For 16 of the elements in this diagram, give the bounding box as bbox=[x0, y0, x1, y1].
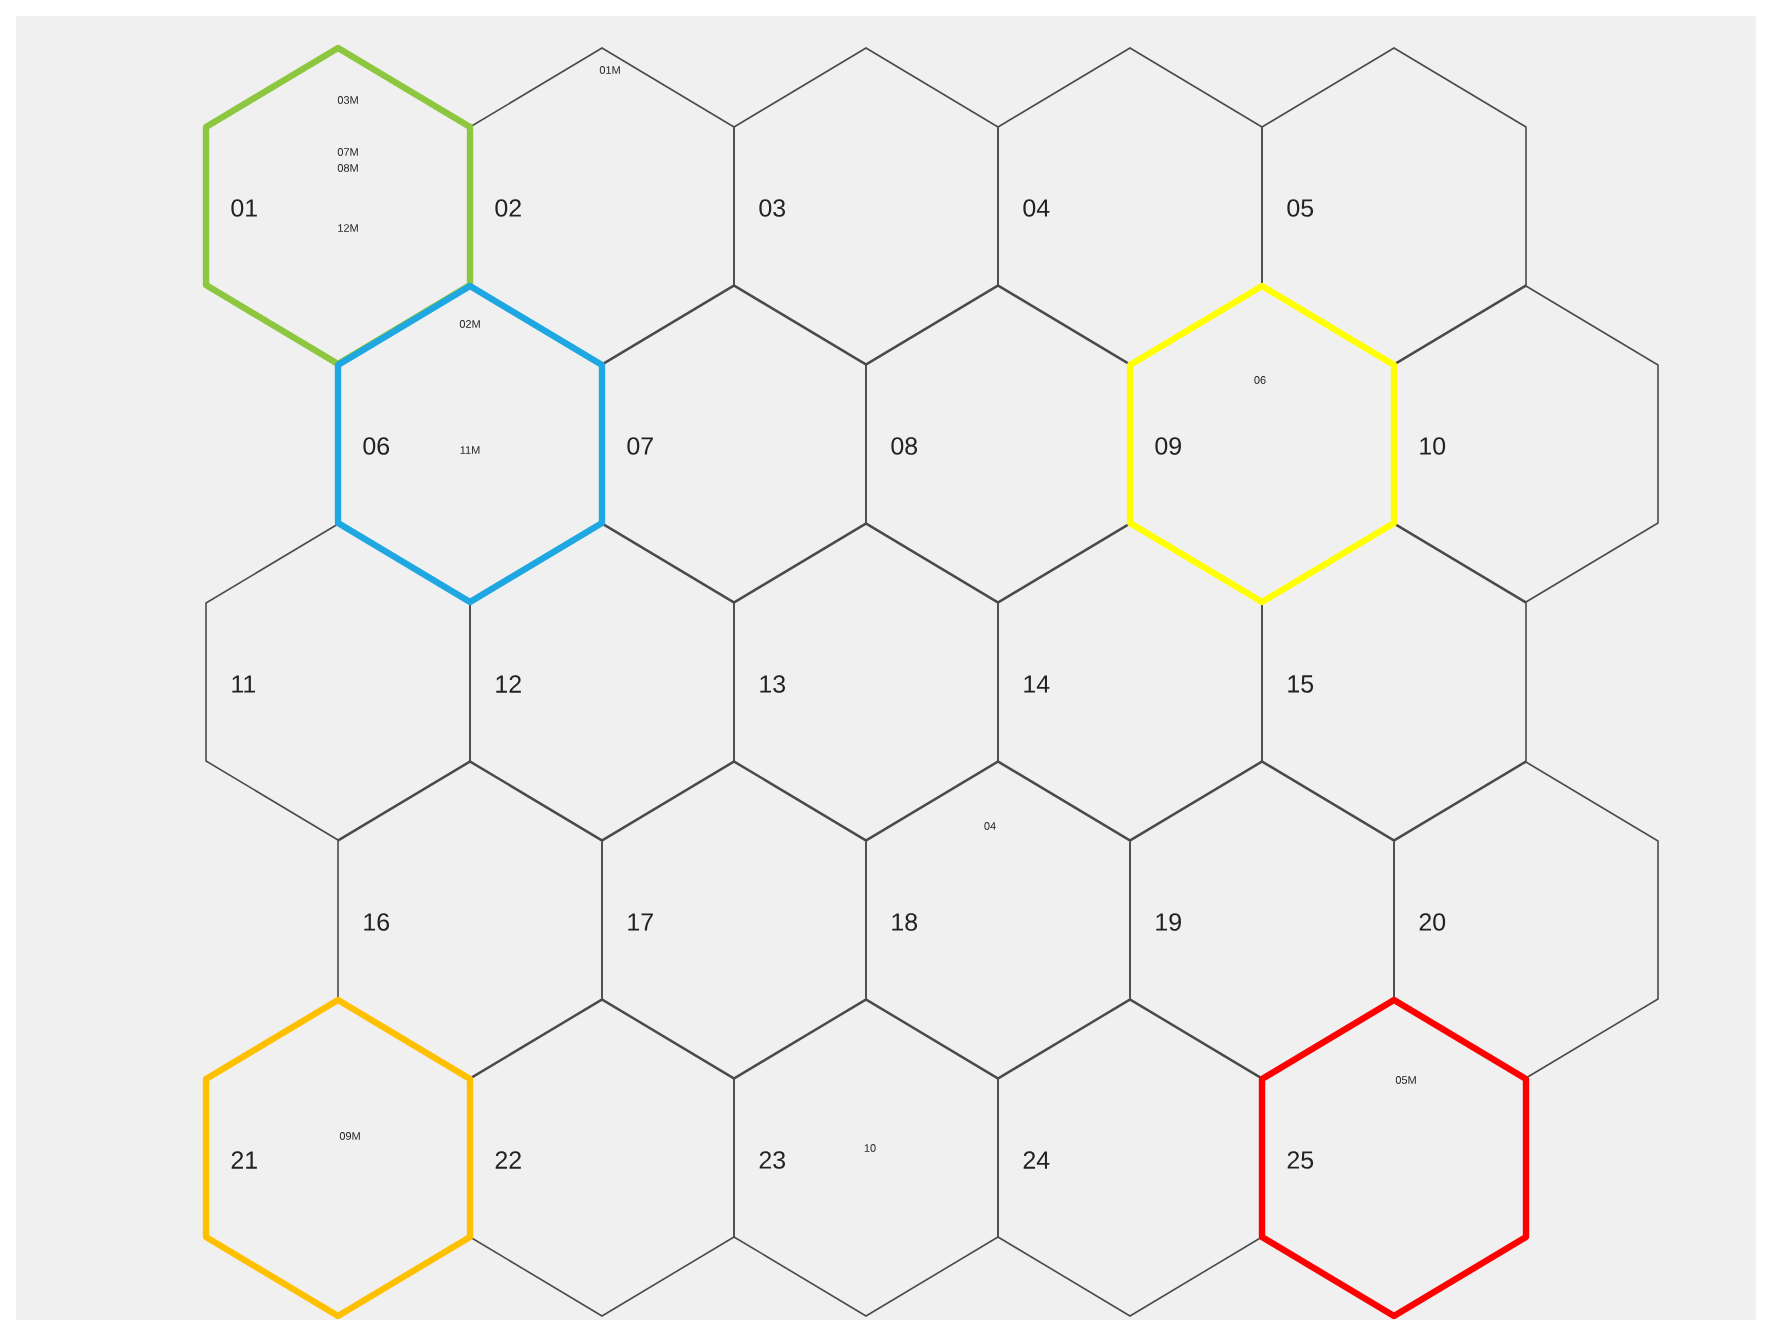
hexagon-cell: 15 bbox=[1261, 523, 1527, 841]
hexagon-cell: 19 bbox=[1129, 761, 1395, 1079]
hexagon-cell: 20 bbox=[1393, 761, 1659, 1079]
hexagon-cell: 10 bbox=[1393, 285, 1659, 603]
hexagon-cell: 05 bbox=[1261, 47, 1527, 365]
hexagon-cell: 12 bbox=[469, 523, 735, 841]
hexagon-cell: 24 bbox=[997, 999, 1263, 1317]
hexagon-cell: 08 bbox=[865, 285, 1131, 603]
hexagon-cell: 16 bbox=[337, 761, 603, 1079]
hexagon-cell: 14 bbox=[997, 523, 1263, 841]
hexagon-cell: 11 bbox=[205, 523, 471, 841]
hexagon-cell: 22 bbox=[469, 999, 735, 1317]
hexagon-cell: 03 bbox=[733, 47, 999, 365]
hexagon-cell: 17 bbox=[601, 761, 867, 1079]
hexagon-cell: 04 bbox=[997, 47, 1263, 365]
hexagon-cell: 07 bbox=[601, 285, 867, 603]
